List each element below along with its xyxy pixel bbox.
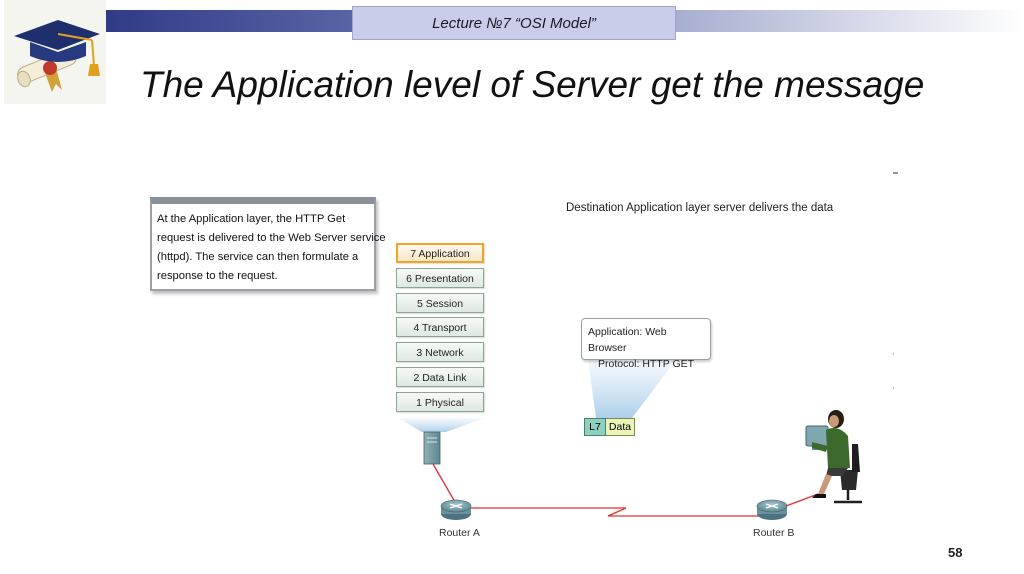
lecture-title: Lecture №7 “OSI Model” (352, 6, 676, 40)
protocol-bubble: Application: Web Browser Protocol: HTTP … (581, 318, 711, 370)
pdu-data: Data (606, 418, 635, 436)
slide-title: The Application level of Server get the … (140, 64, 925, 105)
graduation-cap-icon (4, 0, 106, 104)
router-link (470, 507, 764, 517)
pdu-header: L7 (584, 418, 606, 436)
user-at-computer-icon (805, 410, 862, 504)
osi-layer-session: 5 Session (396, 292, 484, 313)
user-link (785, 493, 819, 507)
pdu-packet: L7 Data (584, 418, 635, 436)
explanation-callout: At the Application layer, the HTTP Get r… (150, 197, 386, 291)
bubble-application: Application: Web Browser (588, 326, 667, 354)
osi-layer-network: 3 Network (396, 342, 484, 363)
bubble-protocol: Protocol: HTTP GET (598, 358, 695, 370)
osi-layer-stack: 7 Application 6 Presentation 5 Session 4… (396, 243, 486, 417)
router-icon (440, 499, 472, 520)
osi-layer-presentation: 6 Presentation (396, 267, 484, 288)
layer-stack-beam (398, 418, 484, 432)
osi-layer-data-link: 2 Data Link (396, 366, 484, 387)
router-a-label: Router A (439, 527, 480, 539)
router-b-label: Router B (753, 527, 795, 539)
diagram-caption: Destination Application layer server del… (566, 202, 834, 214)
osi-layer-application: 7 Application (396, 243, 484, 263)
page-number: 58 (948, 545, 963, 560)
callout-line: At the Application layer, the HTTP Get (157, 213, 346, 225)
server-link (432, 463, 456, 503)
callout-line: response to the request. (157, 270, 278, 282)
osi-layer-transport: 4 Transport (396, 317, 484, 338)
callout-line: (httpd). The service can then formulate … (157, 251, 359, 263)
server-icon (423, 431, 441, 465)
osi-layer-physical: 1 Physical (396, 391, 484, 412)
callout-line: request is delivered to the Web Server s… (157, 232, 386, 244)
router-icon (756, 499, 788, 520)
bubble-beam (588, 360, 676, 418)
